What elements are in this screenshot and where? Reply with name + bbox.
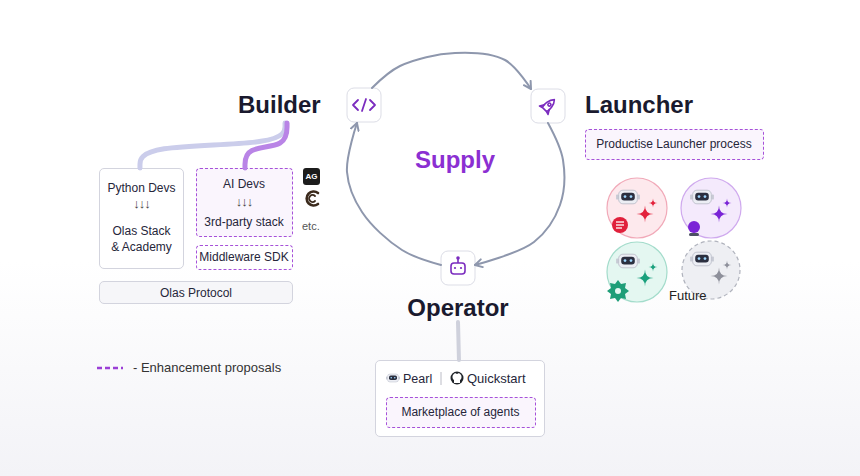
ag-logo [303,168,320,185]
cycle-title: Supply [395,146,515,174]
agent-robot [690,252,714,266]
stem-line [456,322,461,360]
process-box: Python Devs↓↓↓ Olas Stack & Academy [99,168,184,269]
pearl-icon [386,374,400,382]
node-text: Future [669,288,719,304]
sparkle [711,206,728,223]
agent-badge-hole [615,288,621,294]
logo-text: AG [303,171,320,182]
agent-circle [607,242,667,302]
proposal-box: AI Devs ↓↓↓ 3rd-party stack [196,168,293,237]
agent-robot [616,190,640,204]
node-text: Quickstart [467,371,543,387]
proposal-box: Middleware SDK [196,245,293,270]
sparkle [711,268,728,285]
sparkle [649,199,658,208]
future-circle: Future [681,240,741,300]
node-text: ↓↓↓ [100,196,183,212]
c-logo [307,192,318,206]
code-icon [353,99,375,111]
node-text: AI Devs [197,176,291,192]
agent-robot [690,190,714,204]
cycle-arrow [347,123,441,265]
sparkle [723,261,732,270]
node-text: Launcher [585,91,715,119]
agent-badge [688,221,700,233]
icon-square [441,251,475,285]
node-text: ↓↓↓ [197,194,291,210]
sparkle [649,263,658,272]
cycle-arrow [372,53,531,89]
robot-icon [451,257,465,274]
c-logo [309,195,315,202]
agent-badge [607,280,629,302]
proposal-box: Productise Launcher process [585,129,764,160]
proposal-box: Marketplace of agents [386,397,536,428]
node-text: Builder [238,91,333,119]
agent-robot [616,254,640,268]
agent-circle [607,178,667,238]
node-text: Python Devs [100,180,183,196]
icon-square [347,88,381,122]
cycle-arrow [475,123,564,265]
legend-text: - Enhancement proposals [133,360,333,376]
agent-badge [612,217,628,233]
node-text: Olas Protocol [100,285,292,301]
icon-square [531,89,565,123]
node-text: Pearl [403,371,443,387]
agent-circle [681,178,741,238]
stage-heading: Builder [238,88,381,123]
rocket-icon [540,95,559,114]
node-text: Productise Launcher process [586,136,762,152]
legend-dash-sample [97,367,123,370]
operator-box: Pearl QuickstartMarketplace of agents [375,360,545,437]
note-label: etc. [302,218,332,234]
protocol-band: Olas Protocol [99,281,293,304]
agent-badge-stand [689,233,699,236]
stage-heading: Launcher [531,89,565,123]
node-text: Operator [403,294,513,322]
github-icon-cat [453,373,462,383]
github-icon [451,372,464,385]
node-text: 3rd-party stack [197,214,291,230]
separator [441,372,442,385]
node-text: Marketplace of agents [387,404,534,420]
sparkle [723,199,732,208]
node-text: Olas Stack & Academy [109,223,174,255]
stage-heading: Operator [441,251,475,322]
agent-badge-lines [616,222,624,228]
node-text: Middleware SDK [197,249,291,265]
branch-line [140,123,285,168]
sparkle [637,270,654,287]
branch-line [245,123,287,168]
sparkle [637,206,654,223]
